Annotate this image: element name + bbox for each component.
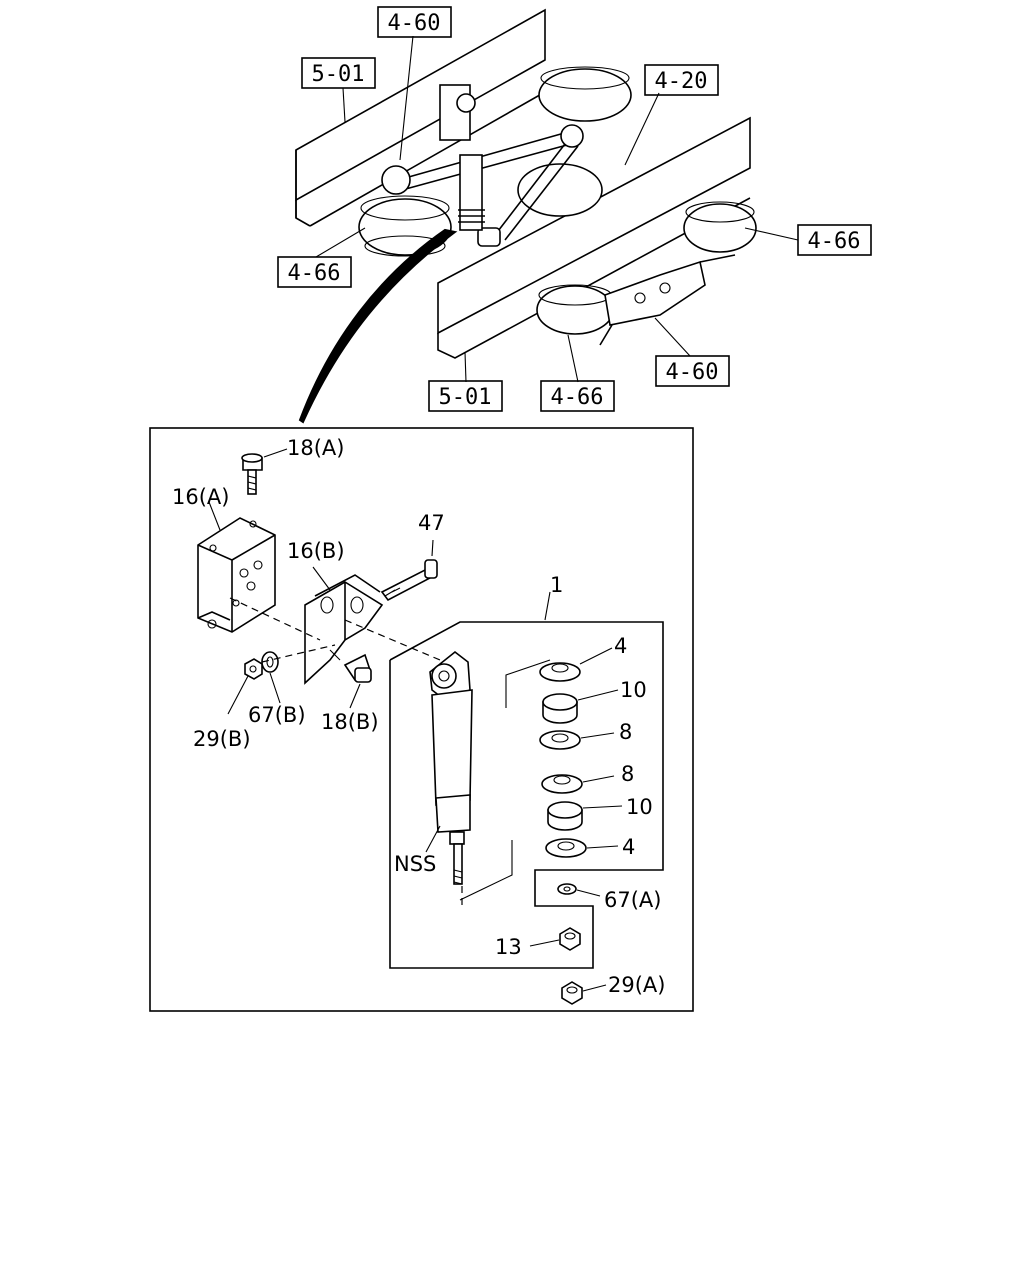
label-13: 13: [495, 935, 522, 959]
label-4-top: 4: [614, 634, 627, 658]
washer-4-top: [539, 647, 613, 682]
svg-text:4-20: 4-20: [655, 69, 708, 94]
washer-8-bottom: [541, 774, 615, 794]
assembly-line-3: [344, 619, 441, 661]
callout-4-66-left: 4-66: [277, 256, 352, 288]
nut-29a: [561, 981, 607, 1005]
callout-4-20: 4-20: [644, 64, 719, 96]
callout-5-01-bottom: 5-01: [428, 380, 503, 412]
svg-text:4-60: 4-60: [388, 11, 441, 36]
callout-5-01-top: 5-01: [301, 57, 376, 89]
callout-4-60-bottom: 4-60: [655, 355, 730, 387]
nut-13: [529, 927, 581, 951]
shock-absorber-detail: [425, 650, 473, 905]
detail-pointer-arrow: [298, 228, 458, 424]
label-1: 1: [550, 573, 563, 597]
bushing-10-top: [542, 689, 619, 724]
label-18a: 18(A): [287, 436, 344, 460]
svg-text:5-01: 5-01: [439, 385, 492, 410]
label-4-bottom: 4: [622, 835, 635, 859]
label-nss: NSS: [394, 852, 436, 876]
detail-frame: [149, 427, 694, 1012]
svg-text:4-60: 4-60: [666, 360, 719, 385]
assembly-line-2: [261, 644, 336, 663]
bolt-18b: [343, 653, 372, 709]
label-67a: 67(A): [604, 888, 661, 912]
part-1-bracket: [389, 591, 664, 969]
callout-leaders-top: [315, 35, 799, 383]
bushing-10-bottom: [547, 801, 623, 831]
label-67b: 67(B): [248, 703, 306, 727]
torque-rods: [381, 124, 584, 247]
frame-rail-right: [437, 116, 751, 359]
callout-4-66-bottom: 4-66: [540, 380, 615, 412]
bolt-47: [380, 539, 438, 602]
label-29a: 29(A): [608, 973, 665, 997]
svg-text:5-01: 5-01: [312, 62, 365, 87]
washer-67b: [261, 651, 281, 704]
label-16b: 16(B): [287, 539, 345, 563]
air-spring-left-front: [358, 195, 452, 257]
chassis-overview: [295, 8, 799, 424]
svg-text:4-66: 4-66: [288, 261, 341, 286]
bracket-16a: [197, 501, 276, 633]
svg-text:4-66: 4-66: [808, 229, 861, 254]
bolt-18a: [241, 448, 288, 495]
air-spring-right: [683, 201, 757, 253]
label-47: 47: [418, 511, 445, 535]
callout-4-66-right: 4-66: [797, 224, 872, 256]
svg-text:4-66: 4-66: [551, 385, 604, 410]
label-10-bottom: 10: [626, 795, 653, 819]
stack-mark-top: [505, 659, 551, 708]
label-10-top: 10: [620, 678, 647, 702]
nut-29b: [227, 658, 263, 715]
bracket-16b: [304, 566, 384, 685]
washer-67a: [557, 883, 601, 897]
callout-4-60-top: 4-60: [377, 6, 452, 38]
label-8-bottom: 8: [621, 762, 634, 786]
stack-mark-bottom: [459, 840, 513, 901]
shock-absorber-chassis: [439, 84, 485, 231]
frame-rail-left: [295, 8, 546, 227]
label-16a: 16(A): [172, 485, 229, 509]
label-18b: 18(B): [321, 710, 379, 734]
leveling-valve-linkage: [599, 254, 736, 346]
washer-8-top: [539, 730, 615, 750]
washer-4-bottom: [545, 838, 619, 858]
label-29b: 29(B): [193, 727, 251, 751]
assembly-line-1: [229, 597, 321, 641]
air-spring-bottom: [536, 284, 614, 335]
label-8-top: 8: [619, 720, 632, 744]
